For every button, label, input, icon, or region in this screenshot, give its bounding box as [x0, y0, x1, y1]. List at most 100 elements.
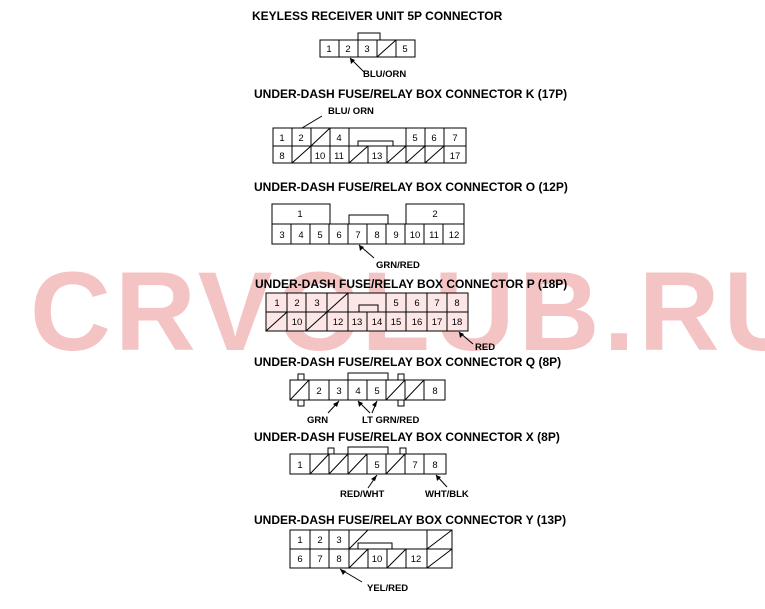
wire-color-label: GRN [307, 415, 328, 426]
pin-label: 2 [317, 535, 322, 546]
pin-label: 3 [364, 44, 369, 55]
pin-label: 1 [279, 133, 284, 144]
pin-label: 1 [326, 44, 331, 55]
pin-label: 8 [432, 386, 437, 397]
pin-label: 15 [391, 317, 402, 328]
pin-label: 5 [374, 460, 379, 471]
connector-latch [357, 140, 394, 146]
pin-label: 17 [450, 151, 461, 162]
connector-lock-tab [397, 373, 405, 380]
pin-label: 10 [315, 151, 326, 162]
pin-label: 10 [410, 230, 421, 241]
pin-label: 1 [297, 535, 302, 546]
connector-q-title: UNDER-DASH FUSE/RELAY BOX CONNECTOR Q (8… [254, 355, 561, 369]
pin-label: 11 [429, 230, 439, 241]
connector-o: UNDER-DASH FUSE/RELAY BOX CONNECTOR O (1… [254, 180, 568, 271]
connector-y: UNDER-DASH FUSE/RELAY BOX CONNECTOR Y (1… [254, 513, 566, 594]
connector-latch [358, 304, 379, 312]
keyless-connector-title: KEYLESS RECEIVER UNIT 5P CONNECTOR [252, 9, 503, 23]
wire-color-label: GRN/RED [376, 260, 420, 271]
pin-label: 11 [334, 151, 344, 162]
pin-label: 7 [434, 298, 439, 309]
pin-label: 2 [316, 386, 321, 397]
pin-label: 7 [355, 230, 360, 241]
connector-o-title: UNDER-DASH FUSE/RELAY BOX CONNECTOR O (1… [254, 180, 568, 194]
pin-label: 6 [431, 133, 436, 144]
pin-label: 13 [372, 151, 383, 162]
wire-color-label: WHT/BLK [425, 489, 469, 500]
connector-y-title: UNDER-DASH FUSE/RELAY BOX CONNECTOR Y (1… [254, 513, 566, 527]
connector-x: UNDER-DASH FUSE/RELAY BOX CONNECTOR X (8… [254, 430, 560, 500]
wire-color-label: RED [475, 342, 495, 353]
pin-label: 4 [355, 386, 360, 397]
pin-label: 13 [352, 317, 363, 328]
pin-label: 17 [432, 317, 443, 328]
pin-label: 7 [452, 133, 457, 144]
pin-label: 8 [454, 298, 459, 309]
wire-color-label: BLU/ORN [363, 69, 406, 80]
connector-k: UNDER-DASH FUSE/RELAY BOX CONNECTOR K (1… [254, 87, 567, 164]
pin-label: 7 [412, 460, 417, 471]
wire-pointer [301, 115, 323, 129]
connector-housing [289, 453, 447, 475]
pin-label: 8 [279, 151, 284, 162]
pin-label: 1 [297, 460, 302, 471]
pin-label: 2 [345, 44, 350, 55]
pin-label: 8 [336, 554, 341, 565]
connector-x-title: UNDER-DASH FUSE/RELAY BOX CONNECTOR X (8… [254, 430, 560, 444]
wire-color-label: YEL/RED [367, 583, 408, 594]
connector-latch [348, 214, 389, 224]
pin-label: 6 [414, 298, 419, 309]
pin-label: 3 [314, 298, 319, 309]
connector-p-title: UNDER-DASH FUSE/RELAY BOX CONNECTOR P (1… [255, 277, 567, 291]
connector-k-title: UNDER-DASH FUSE/RELAY BOX CONNECTOR K (1… [254, 87, 567, 101]
pin-label: 5 [317, 230, 322, 241]
pin-label: 12 [333, 317, 344, 328]
pin-label: 10 [292, 317, 303, 328]
pin-label: 6 [336, 230, 341, 241]
pin-label: 12 [411, 554, 422, 565]
connector-latch [347, 446, 389, 454]
empty-cavity [376, 39, 397, 58]
connector-lock-tab [297, 373, 305, 380]
connector-housing [289, 529, 453, 569]
wire-color-label: LT GRN/RED [362, 415, 419, 426]
pin-label: 2 [298, 133, 303, 144]
pin-label: 10 [372, 554, 383, 565]
pin-label: 5 [402, 44, 407, 55]
pin-label: 6 [297, 554, 302, 565]
pin-label: 3 [336, 386, 341, 397]
connector-housing [289, 379, 446, 401]
pin-label: 4 [336, 133, 341, 144]
connector-p: UNDER-DASH FUSE/RELAY BOX CONNECTOR P (1… [255, 277, 567, 353]
connector-housing [272, 127, 467, 164]
pin-label: 5 [374, 386, 379, 397]
pin-label: 5 [393, 298, 398, 309]
pin-label: 5 [412, 133, 417, 144]
keyless-receiver-connector: KEYLESS RECEIVER UNIT 5P CONNECTOR 1 2 3… [252, 9, 503, 80]
pin-label: 2 [432, 209, 437, 220]
wire-color-label: RED/WHT [340, 489, 385, 500]
pin-label: 1 [274, 298, 279, 309]
pin-label: 2 [294, 298, 299, 309]
pin-label: 1 [297, 209, 302, 220]
connector-latch [347, 372, 389, 380]
pin-label: 12 [449, 230, 460, 241]
pin-label: 4 [298, 230, 303, 241]
pin-label: 9 [393, 230, 398, 241]
pin-label: 8 [374, 230, 379, 241]
connector-q: UNDER-DASH FUSE/RELAY BOX CONNECTOR Q (8… [254, 355, 561, 426]
pin-label: 3 [336, 535, 341, 546]
connector-housing [271, 203, 465, 245]
connector-latch [357, 32, 381, 40]
pin-label: 3 [279, 230, 284, 241]
pin-label: 8 [432, 460, 437, 471]
pin-label: 14 [372, 317, 383, 328]
connector-latch [357, 542, 393, 549]
wire-color-label: BLU/ ORN [328, 106, 374, 117]
pin-label: 7 [317, 554, 322, 565]
connector-housing [319, 39, 416, 58]
pin-label: 18 [452, 317, 463, 328]
pin-label: 16 [412, 317, 423, 328]
